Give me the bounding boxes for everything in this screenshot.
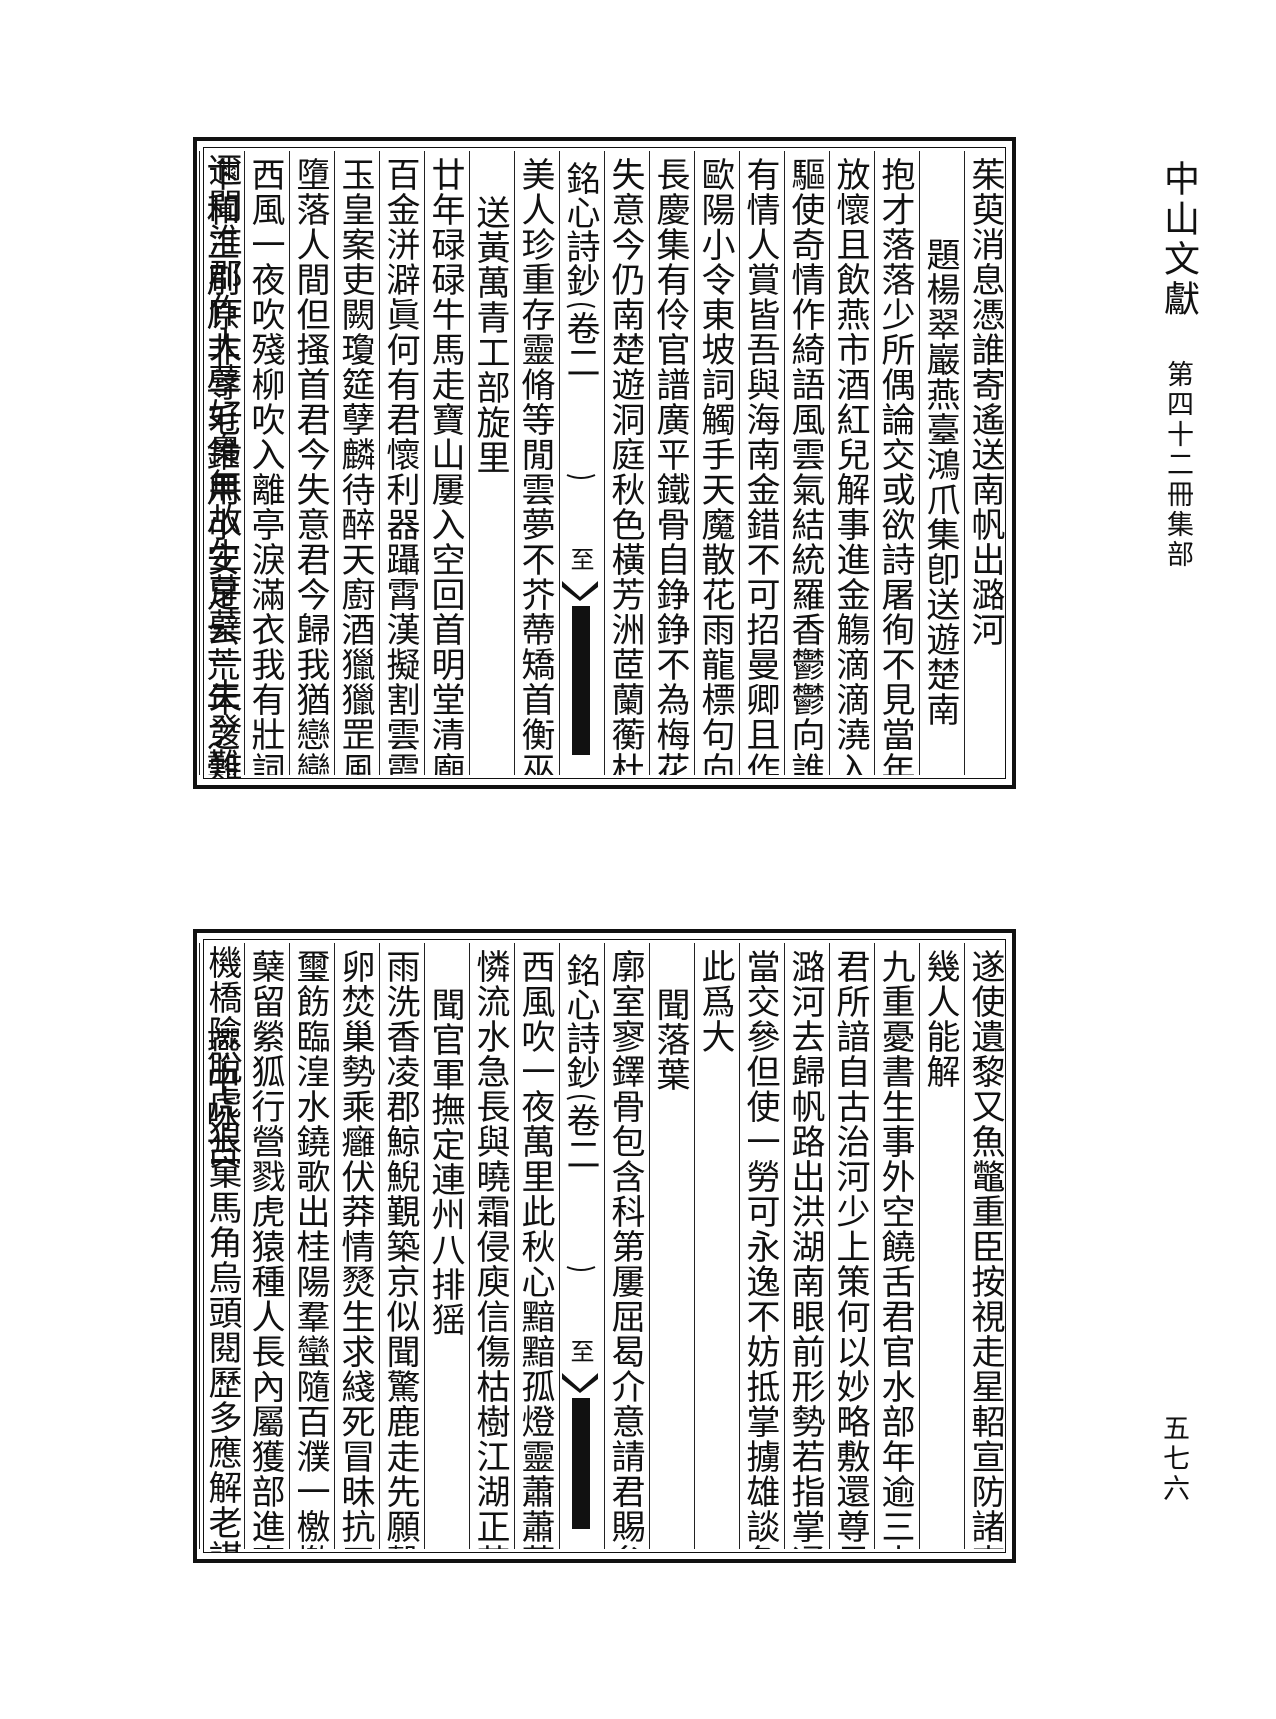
banner-title: 銘心詩鈔 [560, 161, 600, 297]
text-column: 歐陽小令東坡詞觸手天魔散花雨龍標句向旗亭誇 [694, 151, 736, 775]
book-title: 中山文獻 [1158, 160, 1199, 320]
fishtail-mark [562, 1373, 598, 1393]
text-column: 抱才落落少所偶論交或欲詩屠徇不見當年燕市豪 [874, 151, 916, 775]
text-column: 潞河去歸帆路出洪湖南眼前形勢若指掌通渠利運 [784, 943, 826, 1549]
text-column: 聞落葉 [649, 943, 691, 1549]
text-column: 美人珍重存靈脩等閒雲夢不芥蔕矯首衡巫最上頭 [514, 151, 556, 775]
text-column: 幾人能解 [919, 943, 961, 1549]
text-column: 卵焚巢勢乘癰伏莽情燹生求綫死冒昧抗天兵 [334, 943, 376, 1549]
text-column: 邇聞淮郡作大孽好梟無故生芽蘗一夫發難破河隄 [202, 153, 242, 779]
text-column: 當交參但使一勞可永逸不妨抵掌擄雄談急務於今 [739, 943, 781, 1549]
center-black-bar [572, 606, 590, 755]
text-column: 卞和三刖原非辱毛錐用小安足云荒年之穀豐年玉 [199, 151, 241, 775]
text-column: 失意今仍南楚遊洞庭秋色橫芳洲茝蘭蘅杜倘可採 [604, 151, 646, 775]
text-column: 君所諳自古治河少上策何以妙略敷還尊君今解纜 [829, 943, 871, 1549]
text-column: 放懷且飲燕市酒紅兒解事進金觴滴滴澆入詩人腸 [829, 151, 871, 775]
text-column: 遂使遺黎又魚鼈重臣按視走星軺宣防諸吏同嚴罰 [964, 943, 1006, 1549]
page-number: 五七六 [1158, 1414, 1189, 1504]
bottom-text-panel: 遂使遺黎又魚鼈重臣按視走星軺宣防諸吏同嚴罰 幾人能解 九重憂書生事外空饒舌君官水… [193, 929, 1016, 1563]
banner-bracket [566, 303, 596, 479]
text-column: 聞官軍撫定連州八排猺 [424, 943, 466, 1549]
text-column: 送黃萬青工部旋里 [469, 151, 511, 775]
text-column: 百金洴澼眞何有君懷利器躡霄漢擬割雲霞摘星斗 [379, 151, 421, 775]
margin-header: 中山文獻 第四十二冊 集部 [1140, 160, 1210, 580]
banner-column: 銘心詩鈔 卷二 至 [559, 151, 601, 775]
banner-title: 銘心詩鈔 [560, 953, 600, 1089]
banner-juan: 卷二 [560, 1103, 600, 1171]
text-column: 九重憂書生事外空饒舌君官水部年逾三水衡利病 [874, 943, 916, 1549]
text-column: 雨洗香凌郡鯨鯢覲築京似聞驚鹿走先願擊牛盟歷 [379, 943, 421, 1549]
center-black-bar [572, 1398, 590, 1529]
banner-juan: 卷二 [560, 311, 600, 379]
text-column: 憐流水急長與曉霜侵庾信傷枯樹江湖正苦吟 [469, 943, 511, 1549]
section-label: 集部 [1162, 510, 1193, 570]
text-column: 機橋險脫虎狠窠馬角烏頭閱歷多應解老謀師鞠武 [202, 945, 242, 1553]
banner-column: 銘心詩鈔 卷二 至 [559, 943, 601, 1549]
text-column: 西風吹一夜萬里此秋心黯黯孤燈靈蕭蕭落葉深遙 [514, 943, 556, 1549]
text-column: 西風一夜吹殘柳吹入離亭淚滿衣我有壯詞為君賜 [244, 151, 286, 775]
text-column: 玉皇案吏闕瓊筵孽麟待醉天廚酒獵獵罡風阻仙馭 [334, 151, 376, 775]
text-column: 蘖留縈狐行營戮虎猿種人長內屬獲部進壺漿 [244, 943, 286, 1549]
text-column: 此爲大 [694, 943, 736, 1549]
text-column: 廿年碌碌牛馬走寶山屢入空回首明堂清廟光陸離 [424, 151, 466, 775]
text-column: 廓室寥鐸骨包含科第屢屈曷介意請君賜矣夫何慙 [604, 943, 646, 1549]
text-column: 璽飭臨湟水鐃歌出桂陽羣蠻隨百濮一檄檄中郎餘 [289, 943, 331, 1549]
text-column: 有情人賞皆吾與海南金錯不可招曼卿且作芙蓉主 [739, 151, 781, 775]
text-column: 墮落人間但搔首君今失意君今歸我猶戀戀歸無期 [289, 151, 331, 775]
volume-label: 第四十二冊 [1162, 360, 1193, 510]
banner-bracket [566, 1095, 596, 1271]
text-column: 長慶集有伶官譜廣平鐵骨自錚錚不為梅花病娟嫵 [649, 151, 691, 775]
text-column: 茱萸消息憑誰寄遙送南帆出潞河 [964, 151, 1006, 775]
top-text-panel: 茱萸消息憑誰寄遙送南帆出潞河 題楊翠巖燕臺鴻爪集卽送遊楚南 抱才落落少所偶論交或… [193, 137, 1016, 789]
text-column: 驅使奇情作綺語風雲氣結統羅香鬱鬱向誰出肺腑 [784, 151, 826, 775]
text-column: 燕中咏古 [199, 943, 241, 1549]
fishtail-mark [562, 581, 598, 601]
text-column: 題楊翠巖燕臺鴻爪集卽送遊楚南 [919, 151, 961, 775]
banner-folio: 至 [566, 1339, 594, 1363]
banner-folio: 至 [566, 547, 594, 571]
